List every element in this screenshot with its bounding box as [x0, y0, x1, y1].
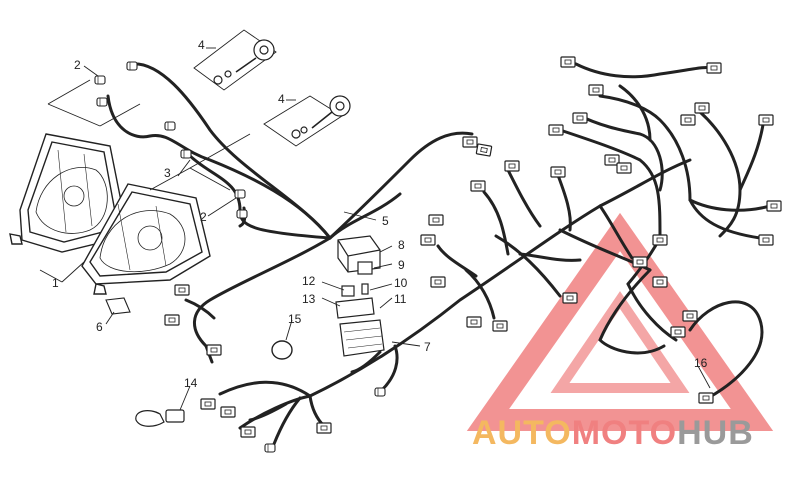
- leader-lines: [39, 47, 711, 411]
- callout-13: 13: [302, 292, 316, 306]
- callout-1: 1: [52, 276, 59, 290]
- watermark-text: AUTOMOTOHUB: [472, 414, 754, 453]
- watermark-hub: HUB: [677, 414, 754, 452]
- callout-3: 3: [164, 166, 171, 180]
- callout-16: 16: [694, 356, 708, 370]
- cable-tie-ring: [271, 340, 293, 360]
- headlight-left: [9, 133, 129, 253]
- callout-6: 6: [96, 320, 103, 334]
- callout-4a: 4: [198, 38, 205, 52]
- watermark-logo: [466, 212, 774, 431]
- watermark-moto: MOTO: [571, 414, 678, 452]
- watermark-auto: AUTO: [472, 414, 572, 452]
- callout-15: 15: [288, 312, 302, 326]
- callout-10: 10: [394, 276, 408, 290]
- adjuster-assembly-top: [213, 39, 275, 85]
- callout-5: 5: [382, 214, 389, 228]
- pad-part: [105, 297, 131, 315]
- callout-8: 8: [398, 238, 405, 252]
- callout-4b: 4: [278, 92, 285, 106]
- adjuster-assembly-mid: [291, 95, 351, 139]
- callout-2a: 2: [74, 58, 81, 72]
- headlight-right: [81, 183, 211, 295]
- callout-9: 9: [398, 258, 405, 272]
- terminal-part: [135, 409, 185, 427]
- callout-14: 14: [184, 376, 198, 390]
- relay-and-fuse-parts: [335, 235, 385, 357]
- callout-12: 12: [302, 274, 316, 288]
- callout-7: 7: [424, 340, 431, 354]
- callout-2b: 2: [200, 210, 207, 224]
- callout-11: 11: [394, 292, 407, 306]
